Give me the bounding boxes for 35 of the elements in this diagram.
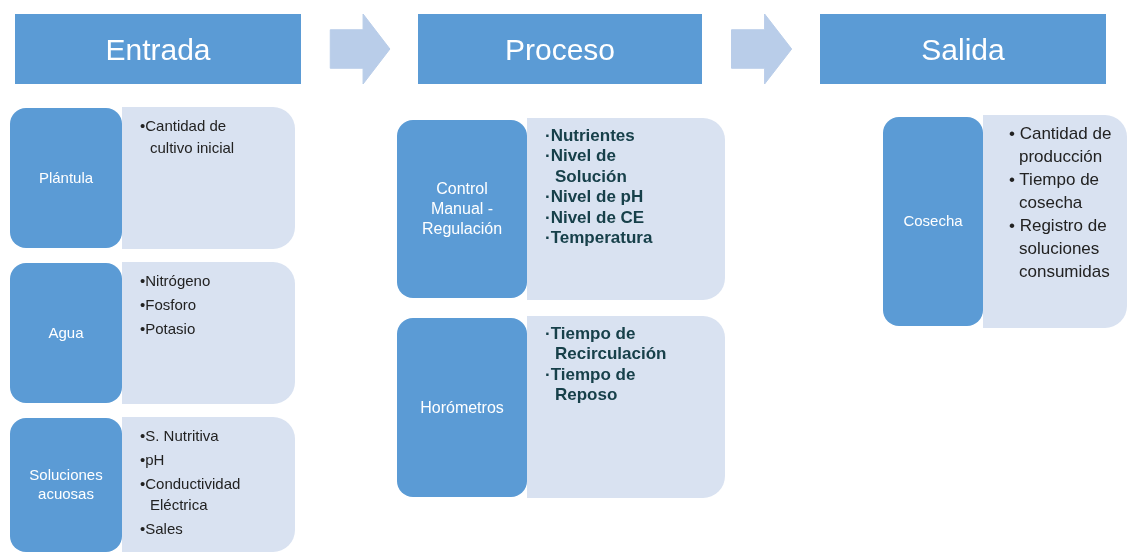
list-item: ·Nivel de CE (545, 207, 646, 228)
category-box: Plántula (10, 108, 122, 248)
category-box: Horómetros (397, 318, 527, 497)
list-item: ·Tiempo de Reposo (545, 364, 637, 406)
detail-list-box (122, 262, 295, 404)
list-item: ·Tiempo de Recirculación (545, 324, 668, 365)
category-box: Control Manual - Regulación (397, 120, 527, 298)
list-item: • Cantidad de producción (1009, 123, 1113, 168)
list-item: •Nitrógeno (140, 271, 212, 291)
stage-header: Salida (820, 14, 1106, 84)
block-arrow (731, 13, 793, 85)
list-item: •Potasio (140, 318, 197, 339)
detail-list-box (122, 417, 295, 552)
block-arrow (329, 13, 391, 85)
stage-header: Entrada (15, 14, 301, 84)
list-item: •S. Nutritiva (140, 426, 220, 446)
list-item: ·Nutrientes (545, 126, 636, 147)
list-item: ·Nivel de pH (545, 187, 645, 208)
list-item: •pH (140, 449, 166, 470)
list-item: •Fosforo (140, 294, 198, 315)
list-item: •Sales (140, 519, 184, 539)
list-item: ·Nivel de Solución (545, 146, 628, 188)
detail-list-box (527, 316, 725, 498)
list-item: ·Temperatura (545, 227, 654, 249)
stage-header: Proceso (418, 14, 702, 84)
category-box: Soluciones acuosas (10, 418, 122, 552)
list-item: •Cantidad de cultivo inicial (140, 116, 236, 158)
list-item: • Tiempo de cosecha (1009, 168, 1101, 214)
list-item: • Registro de soluciones consumidas (1009, 214, 1111, 283)
list-item: •Conductividad Eléctrica (140, 473, 242, 516)
detail-list-box (983, 115, 1127, 328)
category-box: Cosecha (883, 117, 983, 326)
detail-list-box (122, 107, 295, 249)
detail-list-box (527, 118, 725, 300)
category-box: Agua (10, 263, 122, 403)
